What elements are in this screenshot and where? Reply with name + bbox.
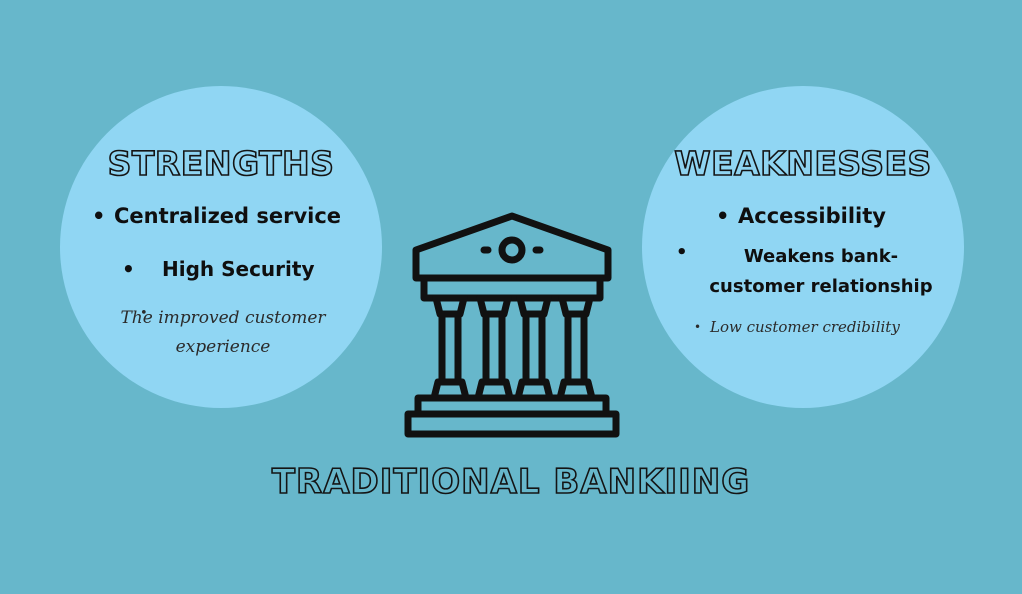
strength-item: • High Security <box>122 257 342 287</box>
bullet-dot-icon: • <box>122 257 135 281</box>
weakness-item: • Weakens bank-customer relationship <box>676 242 936 302</box>
weaknesses-circle <box>642 86 964 408</box>
bullet-dot-icon: • <box>716 204 730 228</box>
bullet-dot-icon: • <box>140 306 148 321</box>
strength-item: • The improved customer experience <box>118 304 328 364</box>
strength-item-label: The improved customer experience <box>120 308 326 357</box>
weaknesses-heading: WEAKNESSES <box>673 143 932 184</box>
strength-item-label: Centralized service <box>114 204 342 228</box>
weakness-item-label: Weakens bank-customer relationship <box>709 246 933 297</box>
weakness-item-label: Low customer credibility <box>710 318 900 336</box>
strengths-circle <box>60 86 382 408</box>
bank-building-icon <box>404 212 620 438</box>
bullet-dot-icon: • <box>694 320 702 334</box>
weakness-item-label: Accessibility <box>738 204 886 228</box>
bullet-dot-icon: • <box>92 204 106 228</box>
strengths-heading: STRENGTHS <box>107 143 335 184</box>
strength-item-label: High Security <box>162 257 315 281</box>
main-title: TRADITIONAL BANKIING <box>271 461 751 503</box>
bullet-dot-icon: • <box>676 242 688 263</box>
